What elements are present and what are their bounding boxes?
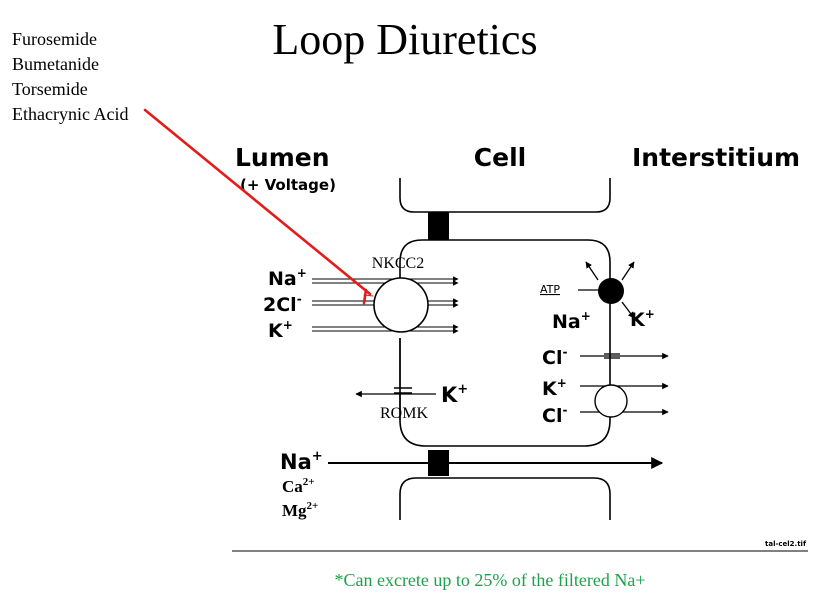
cell-membranes: [399, 178, 611, 520]
pump-na-label: Na+: [552, 309, 591, 333]
tight-junction-top: [428, 212, 449, 240]
apical-na-label: Na+: [268, 266, 307, 290]
interstitium-heading: Interstitium: [632, 143, 800, 172]
lower-cell-outline: [399, 477, 611, 520]
apical-k-label: K+: [268, 318, 293, 342]
na-k-atpase: [578, 261, 635, 319]
na-k-atpase-pump: [598, 278, 624, 304]
pump-k-label: K+: [630, 307, 655, 331]
romk-channel: [355, 338, 436, 420]
inhibition-marker: [143, 108, 374, 305]
drug-item: Furosemide: [12, 29, 97, 49]
basolateral-k-label: K+: [542, 376, 567, 400]
drug-item: Torsemide: [12, 79, 88, 99]
paracellular-mg-label: Mg2+: [282, 500, 318, 520]
romk-label: ROMK: [380, 405, 428, 422]
romk-k-label: K+: [441, 382, 468, 407]
slide-title: Loop Diuretics: [272, 15, 537, 64]
lumen-voltage-label: (+ Voltage): [240, 176, 336, 194]
paracellular-ca-label: Ca2+: [282, 476, 315, 496]
nkcc2-cotransporter: [373, 277, 429, 333]
figure-tag: tal-cel2.tif: [765, 540, 807, 548]
paracellular-na-label: Na+: [280, 449, 323, 474]
kcl-cotransporter: [594, 384, 628, 418]
nkcc2-label: NKCC2: [372, 255, 424, 272]
basolateral-cl-label: Cl-: [542, 345, 567, 369]
apical-cl-label: 2Cl-: [263, 292, 302, 316]
drug-item: Ethacrynic Acid: [12, 104, 128, 124]
drug-list: Furosemide Bumetanide Torsemide Ethacryn…: [12, 29, 128, 124]
atp-label: ATP: [540, 283, 560, 296]
drug-item: Bumetanide: [12, 54, 99, 74]
central-cell-outline: [399, 239, 611, 447]
upper-cell-outline: [399, 178, 611, 213]
lumen-heading: Lumen: [235, 143, 330, 172]
footnote: *Can excrete up to 25% of the filtered N…: [334, 570, 645, 590]
basolateral-cl2-label: Cl-: [542, 403, 567, 427]
cell-heading: Cell: [474, 143, 526, 172]
basolateral-transport: [580, 352, 669, 416]
